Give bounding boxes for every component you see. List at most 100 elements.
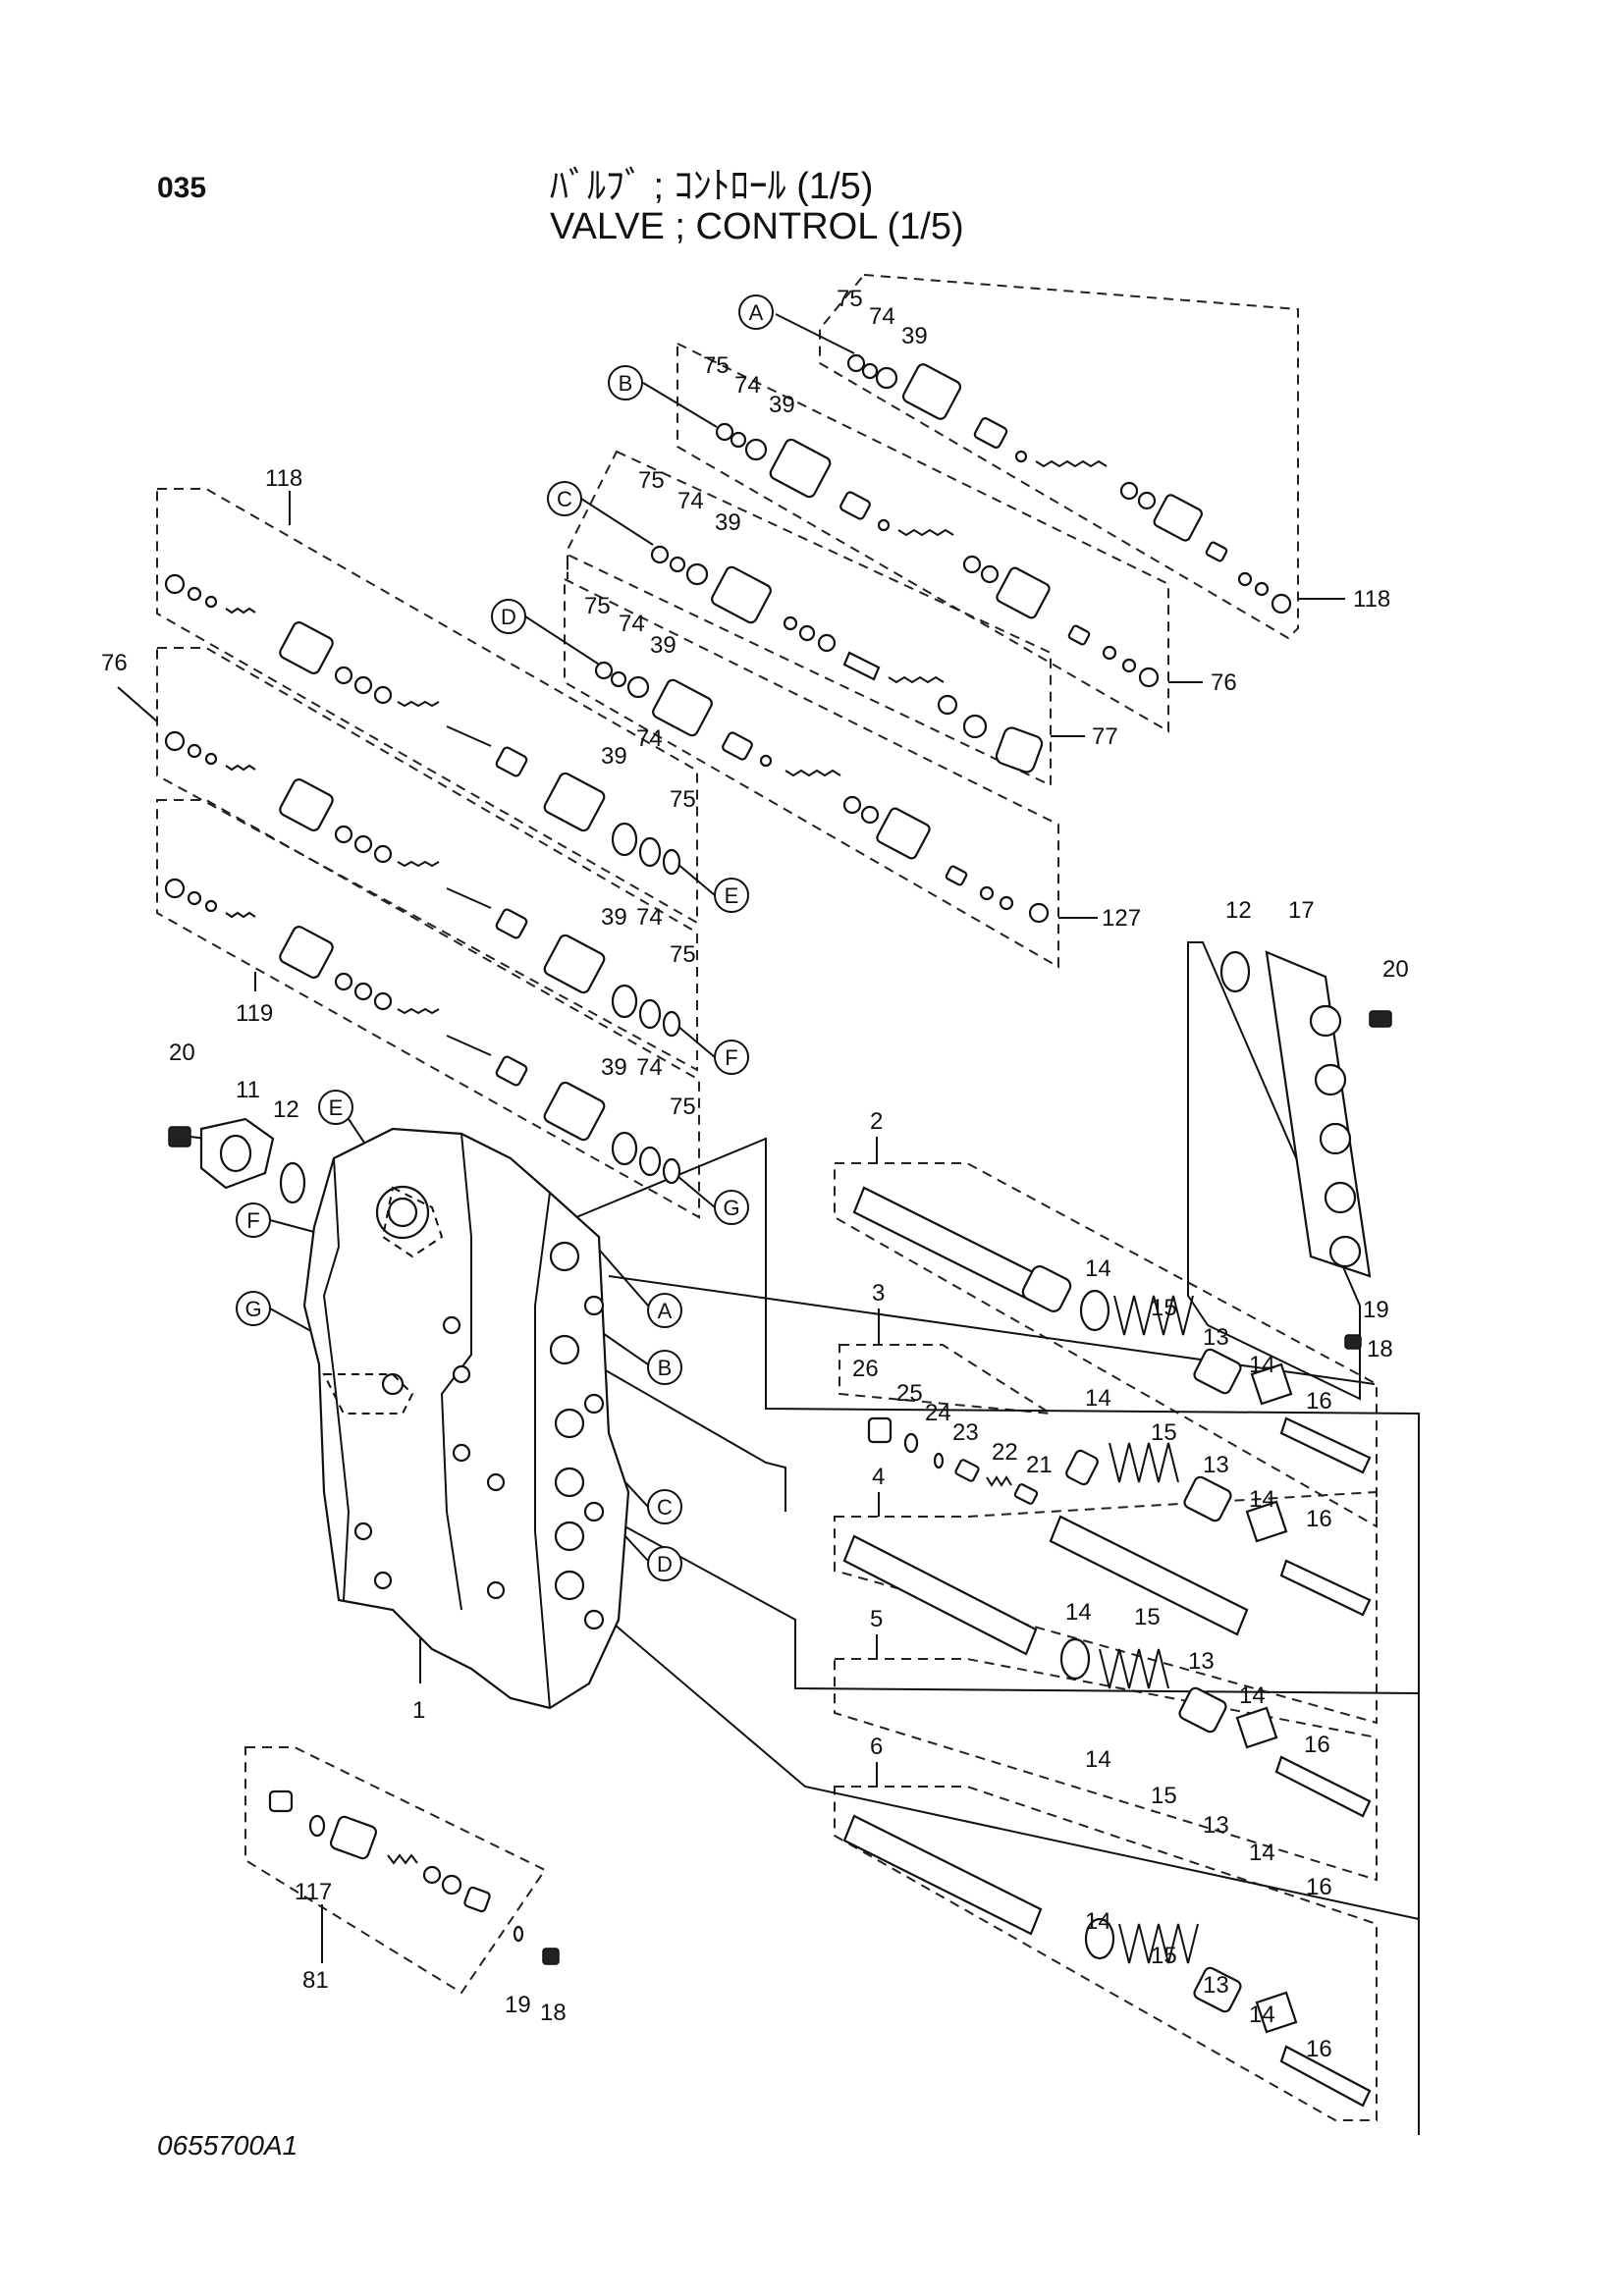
label-3: 3: [872, 1280, 885, 1307]
group-81-parts: [268, 1789, 560, 1965]
label-74: 74: [677, 488, 704, 514]
svg-text:B: B: [658, 1356, 673, 1380]
group-box-spool-4: [834, 1490, 1378, 1725]
flange-assembly-left: [168, 1117, 306, 1204]
label-39: 39: [601, 743, 627, 770]
label-75: 75: [638, 467, 665, 494]
group-box-127: [564, 577, 1059, 969]
svg-text:D: D: [501, 605, 516, 629]
label-75: 75: [837, 286, 863, 312]
label-74: 74: [869, 303, 895, 330]
label-21: 21: [1026, 1452, 1053, 1478]
label-18: 18: [540, 2000, 567, 2026]
ref-callout-c-top: C: [547, 481, 582, 516]
svg-text:A: A: [749, 300, 764, 325]
label-14: 14: [1085, 1908, 1111, 1935]
group-box-118-left: [156, 488, 698, 925]
label-75: 75: [584, 593, 611, 619]
part-labels: 75 74 39 118 75 74 39 76 75 74 39 77 75 …: [101, 286, 1409, 2062]
ref-callout-f-right: F: [714, 1040, 749, 1075]
group-box-3: [839, 1344, 1052, 1415]
ref-callout-d-top: D: [491, 599, 526, 634]
label-15: 15: [1134, 1604, 1161, 1630]
spool-assembly-2: [852, 1186, 1372, 1474]
top-spool-row-76: [715, 422, 1160, 688]
label-14: 14: [1085, 1746, 1111, 1773]
svg-text:C: C: [657, 1495, 673, 1520]
ref-callout-e-body: E: [318, 1090, 353, 1125]
label-39: 39: [715, 509, 741, 536]
label-2: 2: [870, 1108, 883, 1135]
svg-text:C: C: [557, 487, 572, 511]
ref-callout-f-body: F: [236, 1202, 271, 1238]
main-valve-body: [302, 1127, 630, 1710]
label-39: 39: [650, 632, 676, 659]
svg-text:G: G: [244, 1297, 261, 1321]
label-13: 13: [1188, 1648, 1215, 1675]
ref-callout-g-body: G: [236, 1291, 271, 1326]
top-spool-row-77: [650, 545, 1044, 774]
svg-text:F: F: [246, 1208, 259, 1233]
svg-text:B: B: [619, 371, 633, 396]
title-english: VALVE ; CONTROL (1/5): [550, 206, 964, 247]
label-13: 13: [1203, 1812, 1229, 1839]
label-15: 15: [1151, 1783, 1177, 1809]
left-spool-row-119: [164, 878, 681, 1185]
label-76-right: 76: [1211, 669, 1237, 696]
label-76-left: 76: [101, 650, 128, 676]
label-14: 14: [1239, 1682, 1266, 1709]
top-spool-row-127: [594, 661, 1050, 924]
label-23: 23: [952, 1419, 979, 1446]
left-spool-row-76: [164, 730, 681, 1038]
label-15: 15: [1151, 1943, 1177, 1969]
label-1: 1: [412, 1697, 425, 1724]
label-11: 11: [236, 1077, 260, 1103]
top-spool-row-118: [846, 353, 1292, 614]
label-16: 16: [1306, 2036, 1332, 2062]
label-75: 75: [670, 786, 696, 813]
label-20: 20: [169, 1040, 195, 1066]
label-12: 12: [273, 1096, 299, 1123]
label-14: 14: [1085, 1385, 1111, 1412]
group-box-81: [244, 1746, 547, 1995]
svg-text:E: E: [329, 1095, 344, 1120]
group-box-76-right: [676, 342, 1169, 733]
label-127: 127: [1102, 905, 1141, 932]
ref-callout-e-right: E: [714, 878, 749, 913]
label-74: 74: [619, 611, 645, 637]
page-number: 035: [157, 172, 207, 204]
label-14: 14: [1249, 2002, 1275, 2028]
ref-callout-a-top: A: [738, 294, 774, 330]
label-13: 13: [1203, 1972, 1229, 1999]
label-14: 14: [1085, 1255, 1111, 1282]
label-74: 74: [636, 1054, 663, 1081]
label-25: 25: [896, 1380, 923, 1407]
label-118-top: 118: [1353, 586, 1390, 613]
drawing-code: 0655700A1: [157, 2130, 298, 2161]
cover-17: [1219, 950, 1392, 1350]
spool-assembly-4: [842, 1515, 1372, 1818]
label-14: 14: [1249, 1840, 1275, 1866]
label-75: 75: [703, 352, 730, 379]
spool-assembly-1b: [1065, 1442, 1372, 1617]
label-16: 16: [1306, 1388, 1332, 1415]
ref-callout-b-top: B: [608, 365, 643, 400]
spool-assembly-3: [867, 1416, 1039, 1505]
group-box-spool-5: [834, 1658, 1378, 1882]
label-17: 17: [1288, 897, 1315, 924]
ref-callout-g-right: G: [714, 1190, 749, 1225]
label-77: 77: [1092, 723, 1118, 750]
label-16: 16: [1306, 1506, 1332, 1532]
label-5: 5: [870, 1606, 883, 1632]
label-24: 24: [925, 1400, 951, 1426]
label-18: 18: [1367, 1336, 1393, 1362]
label-26: 26: [852, 1356, 879, 1382]
label-74: 74: [734, 372, 761, 399]
label-75: 75: [670, 941, 696, 968]
label-15: 15: [1151, 1295, 1177, 1321]
svg-text:E: E: [725, 883, 739, 908]
spool-assembly-6: [842, 1814, 1372, 2108]
label-13: 13: [1203, 1452, 1229, 1478]
group-box-118-top: [819, 273, 1299, 640]
